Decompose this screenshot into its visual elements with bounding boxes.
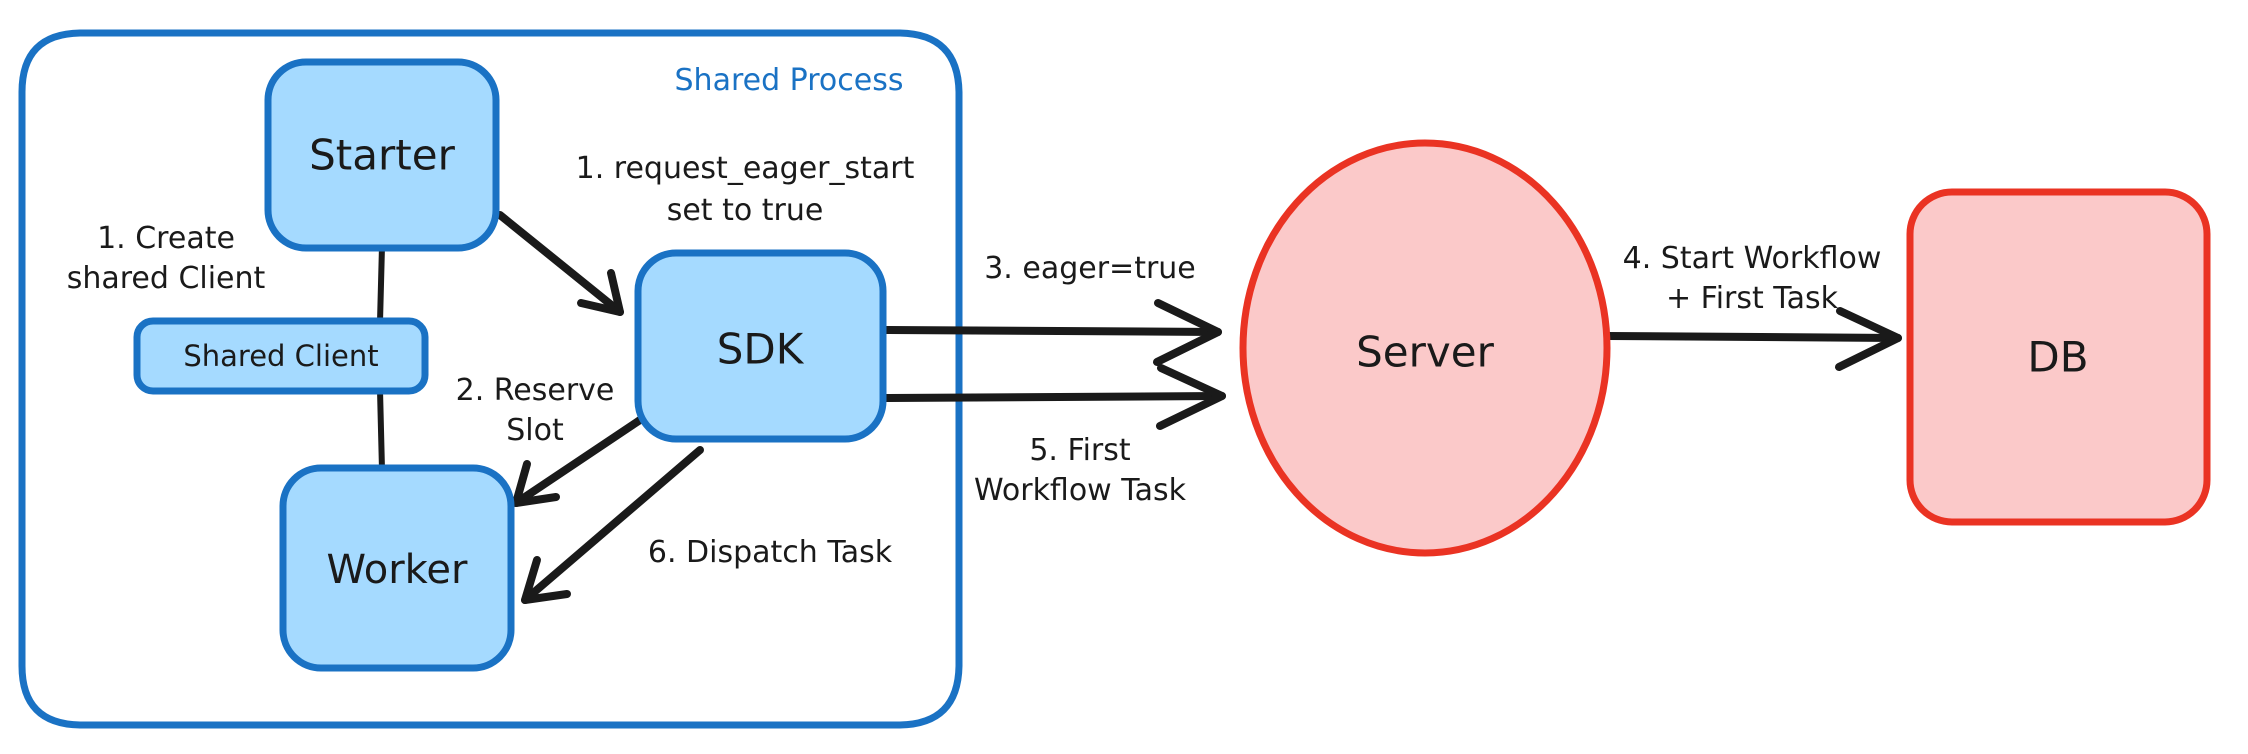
edge-label-first-workflow-task: 5. First Workflow Task	[974, 433, 1187, 508]
node-server-label: Server	[1356, 328, 1494, 377]
edge-label-eager-true: 3. eager=true	[984, 251, 1196, 286]
node-server-shape	[1239, 139, 1611, 557]
node-db[interactable]: DB	[1906, 188, 2211, 526]
shared-process-label: Shared Process	[675, 63, 904, 98]
edge-label-create-shared-client: 1. Create shared Client	[67, 221, 266, 296]
edge-shared-client-worker	[377, 387, 385, 473]
shared-process-container[interactable]: Shared Process	[18, 29, 963, 729]
node-worker-shape	[279, 464, 515, 672]
node-db-label: DB	[2027, 333, 2088, 382]
edge-label-request-eager-start-line1: 1. request_eager_start	[576, 151, 915, 186]
node-db-shape	[1906, 188, 2211, 526]
edge-label-request-eager-start: 1. request_eager_start set to true	[576, 151, 915, 228]
node-shared-client[interactable]: Shared Client	[133, 317, 429, 395]
node-sdk-label: SDK	[717, 325, 805, 374]
edge-label-first-workflow-task-line1: 5. First	[1029, 433, 1131, 468]
edge-label-request-eager-start-line2: set to true	[667, 193, 824, 228]
edge-sdk-worker-dispatch	[521, 446, 704, 604]
edge-label-reserve-slot-line1: 2. Reserve	[456, 373, 615, 408]
edge-label-dispatch-task: 6. Dispatch Task	[648, 535, 893, 570]
node-starter-label: Starter	[309, 131, 455, 180]
edge-sdk-worker-reserve	[512, 416, 644, 507]
node-starter-shape	[264, 58, 500, 252]
edge-label-start-workflow: 4. Start Workflow + First Task	[1623, 241, 1882, 316]
node-sdk-shape	[634, 249, 887, 443]
edge-label-dispatch-task-line1: 6. Dispatch Task	[648, 535, 893, 570]
plain-connectors	[377, 243, 385, 473]
edge-label-create-shared-client-line1: 1. Create	[97, 221, 235, 256]
node-shared-client-label: Shared Client	[183, 339, 378, 373]
edge-label-start-workflow-line1: 4. Start Workflow	[1623, 241, 1882, 276]
edge-label-reserve-slot: 2. Reserve Slot	[456, 373, 615, 448]
node-shared-client-shape	[133, 317, 429, 395]
edge-label-create-shared-client-line2: shared Client	[67, 261, 266, 296]
edge-label-reserve-slot-line2: Slot	[506, 413, 564, 448]
node-server[interactable]: Server	[1239, 139, 1611, 557]
edge-starter-shared-client	[377, 243, 385, 325]
edge-label-first-workflow-task-line2: Workflow Task	[974, 473, 1187, 508]
edge-server-db	[1604, 307, 1902, 371]
shared-process-border	[18, 29, 963, 729]
edge-label-eager-true-line1: 3. eager=true	[984, 251, 1196, 286]
edge-label-start-workflow-line2: + First Task	[1666, 281, 1839, 316]
edge-sdk-server	[880, 299, 1222, 366]
edge-server-sdk	[880, 364, 1226, 430]
node-starter[interactable]: Starter	[264, 58, 500, 252]
edge-starter-sdk	[496, 211, 624, 316]
node-worker-label: Worker	[327, 547, 468, 593]
node-worker[interactable]: Worker	[279, 464, 515, 672]
node-sdk[interactable]: SDK	[634, 249, 887, 443]
